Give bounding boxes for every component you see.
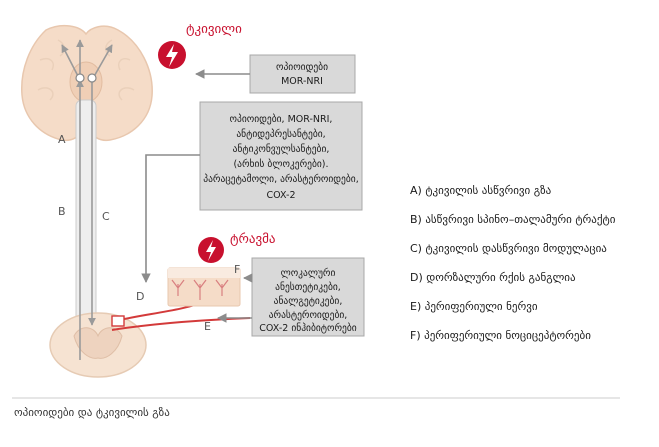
box3-line: ანალგეტიკები,	[274, 296, 343, 307]
box2-line: პარაცეტამოლი, არასტეროიდები,	[203, 174, 358, 185]
box1-line: MOR-NRI	[281, 76, 323, 87]
box2-line: ოპიოიდები, MOR-NRI,	[230, 114, 333, 125]
legend-item: D) დორზალური რქის განგლია	[410, 271, 576, 284]
letter-e: E	[204, 320, 211, 333]
letter-c: C	[102, 210, 110, 223]
dorsal-root-ganglion	[111, 315, 125, 327]
figure-caption: ოპიოიდები და ტკივილის გზა	[14, 406, 170, 419]
tissue-nociceptors	[167, 267, 241, 307]
letter-a: A	[58, 133, 66, 146]
box3-line: ანესთეტიკები,	[275, 282, 341, 293]
box2-line: ანტიდეპრესანტები,	[236, 129, 325, 140]
brain-section	[21, 24, 153, 142]
box3-line: არასტეროიდები,	[269, 310, 348, 321]
spinal-cord-section	[49, 312, 147, 378]
drug-box-brain: ოპიოიდები MOR-NRI	[249, 54, 356, 94]
drug-box-peripheral: ლოკალური ანესთეტიკები, ანალგეტიკები, არა…	[251, 257, 365, 337]
legend-item: B) ასწვრივი სპინო–თალამური ტრაქტი	[410, 213, 616, 226]
legend-item: E) პერიფერიული ნერვი	[410, 300, 538, 313]
trauma-lightning-icon	[198, 237, 224, 263]
trauma-label: ტრავმა	[230, 232, 276, 247]
legend-item: A) ტკივილის ასწვრივი გზა	[410, 184, 552, 197]
letter-d: D	[136, 290, 144, 303]
box1-line: ოპიოიდები	[276, 62, 328, 73]
arrow-box2	[141, 154, 200, 283]
pain-label: ტკივილი	[186, 22, 242, 37]
legend-item: C) ტკივილის დასწვრივი მოდულაცია	[410, 242, 607, 255]
box3-line: COX-2 ინჰიბიტორები	[259, 323, 356, 334]
pain-lightning-icon	[158, 41, 186, 69]
box3-line: ლოკალური	[281, 268, 336, 279]
legend: A) ტკივილის ასწვრივი გზა B) ასწვრივი სპი…	[410, 184, 616, 342]
letter-f: F	[234, 263, 240, 276]
box2-line: (არხის ბლოკერები).	[233, 159, 328, 170]
box2-line: COX-2	[266, 190, 295, 201]
letter-b: B	[58, 205, 66, 218]
drug-box-spinal: ოპიოიდები, MOR-NRI, ანტიდეპრესანტები, ან…	[199, 101, 363, 211]
box2-line: ანტიკონვულსანტები,	[233, 144, 330, 155]
tract-lines	[61, 39, 113, 360]
legend-item: F) პერიფერიული ნოციცეპტორები	[410, 329, 591, 342]
